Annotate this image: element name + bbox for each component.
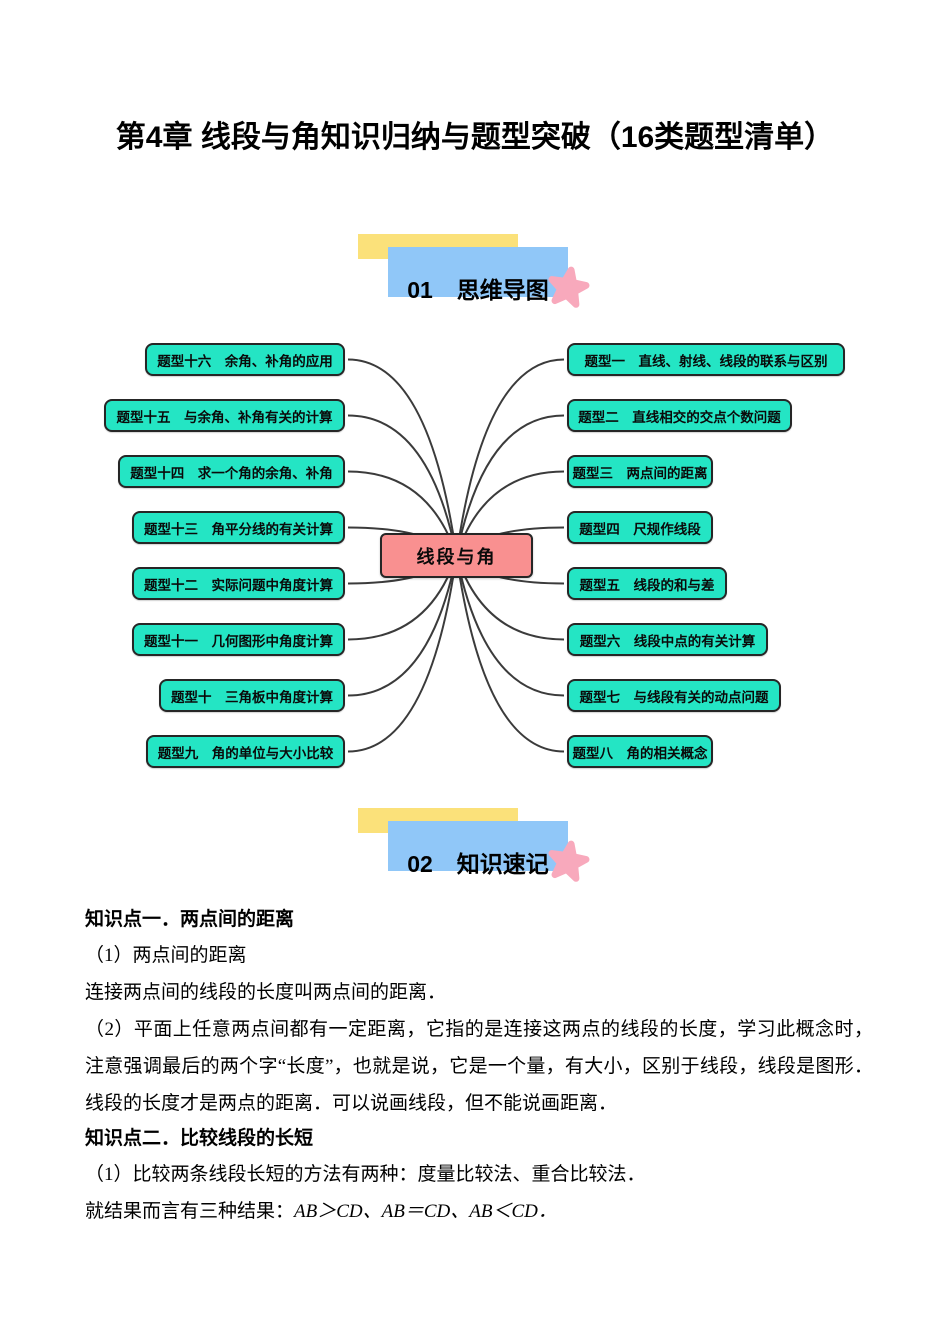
star-icon	[548, 840, 590, 882]
section-title: 知识速记	[456, 851, 549, 877]
mindmap-connector	[347, 414, 458, 556]
knowledge-point-1-item-3: （2）平面上任意两点间都有一定距离，它指的是连接这两点的线段的长度，学习此概念时…	[85, 1019, 873, 1114]
mindmap-node-right-8: 题型八 角的相关概念	[567, 735, 713, 768]
mindmap-node-right-7: 题型七 与线段有关的动点问题	[567, 679, 781, 712]
mindmap-node-left-5: 题型十二 实际问题中角度计算	[132, 567, 345, 600]
result-prefix: 就结果而言有三种结果：	[85, 1201, 295, 1222]
section-number: 02	[407, 851, 433, 877]
banner-blue-bar: 01 思维导图	[388, 247, 568, 302]
mindmap-connector	[347, 555, 458, 753]
mindmap-node-right-5: 题型五 线段的和与差	[567, 567, 727, 600]
mindmap-node-left-2: 题型十五 与余角、补角有关的计算	[104, 399, 345, 432]
star-icon	[548, 266, 590, 308]
mindmap-node-left-6: 题型十一 几何图形中角度计算	[132, 623, 345, 656]
knowledge-point-2-heading: 知识点二．比较线段的长短	[85, 1128, 314, 1149]
mindmap-connector	[347, 555, 458, 697]
mindmap-node-left-8: 题型九 角的单位与大小比较	[146, 735, 345, 768]
section-banner-02: 02 知识速记	[358, 806, 618, 882]
mindmap-node-right-1: 题型一 直线、射线、线段的联系与区别	[567, 343, 845, 376]
mindmap-connector	[455, 555, 565, 753]
knowledge-notes: 知识点一．两点间的距离 （1）两点间的距离 连接两点间的线段的长度叫两点间的距离…	[85, 903, 873, 1230]
mindmap-connector	[455, 358, 565, 556]
mindmap-node-right-3: 题型三 两点间的距离	[567, 455, 713, 488]
mindmap-connector	[455, 555, 565, 697]
section-title: 思维导图	[456, 277, 549, 303]
mindmap-node-right-6: 题型六 线段中点的有关计算	[567, 623, 768, 656]
knowledge-point-1-heading: 知识点一．两点间的距离	[85, 909, 295, 930]
mindmap-node-left-7: 题型十 三角板中角度计算	[159, 679, 345, 712]
mindmap-node-right-4: 题型四 尺规作线段	[567, 511, 713, 544]
mindmap-connector	[455, 414, 565, 556]
section-number: 01	[407, 277, 433, 303]
result-formula: AB＞CD、AB＝CD、AB＜CD．	[294, 1201, 557, 1222]
knowledge-point-2-item-1: （1）比较两条线段长短的方法有两种：度量比较法、重合比较法．	[85, 1164, 646, 1185]
mindmap-node-left-3: 题型十四 求一个角的余角、补角	[118, 455, 345, 488]
knowledge-point-1-item-2: 连接两点间的线段的长度叫两点间的距离．	[85, 982, 447, 1003]
mindmap-node-left-1: 题型十六 余角、补角的应用	[145, 343, 345, 376]
banner-blue-bar: 02 知识速记	[388, 821, 568, 876]
knowledge-point-1-item-1: （1）两点间的距离	[85, 945, 247, 966]
mindmap-center-node: 线段与角	[380, 533, 533, 578]
mindmap-node-right-2: 题型二 直线相交的交点个数问题	[567, 399, 792, 432]
knowledge-point-2-result-line: 就结果而言有三种结果：AB＞CD、AB＝CD、AB＜CD．	[85, 1193, 873, 1230]
page-title: 第4章 线段与角知识归纳与题型突破（16类题型清单）	[115, 121, 835, 154]
mindmap-node-left-4: 题型十三 角平分线的有关计算	[132, 511, 345, 544]
mindmap-connector	[347, 358, 458, 556]
section-banner-01: 01 思维导图	[358, 232, 618, 308]
